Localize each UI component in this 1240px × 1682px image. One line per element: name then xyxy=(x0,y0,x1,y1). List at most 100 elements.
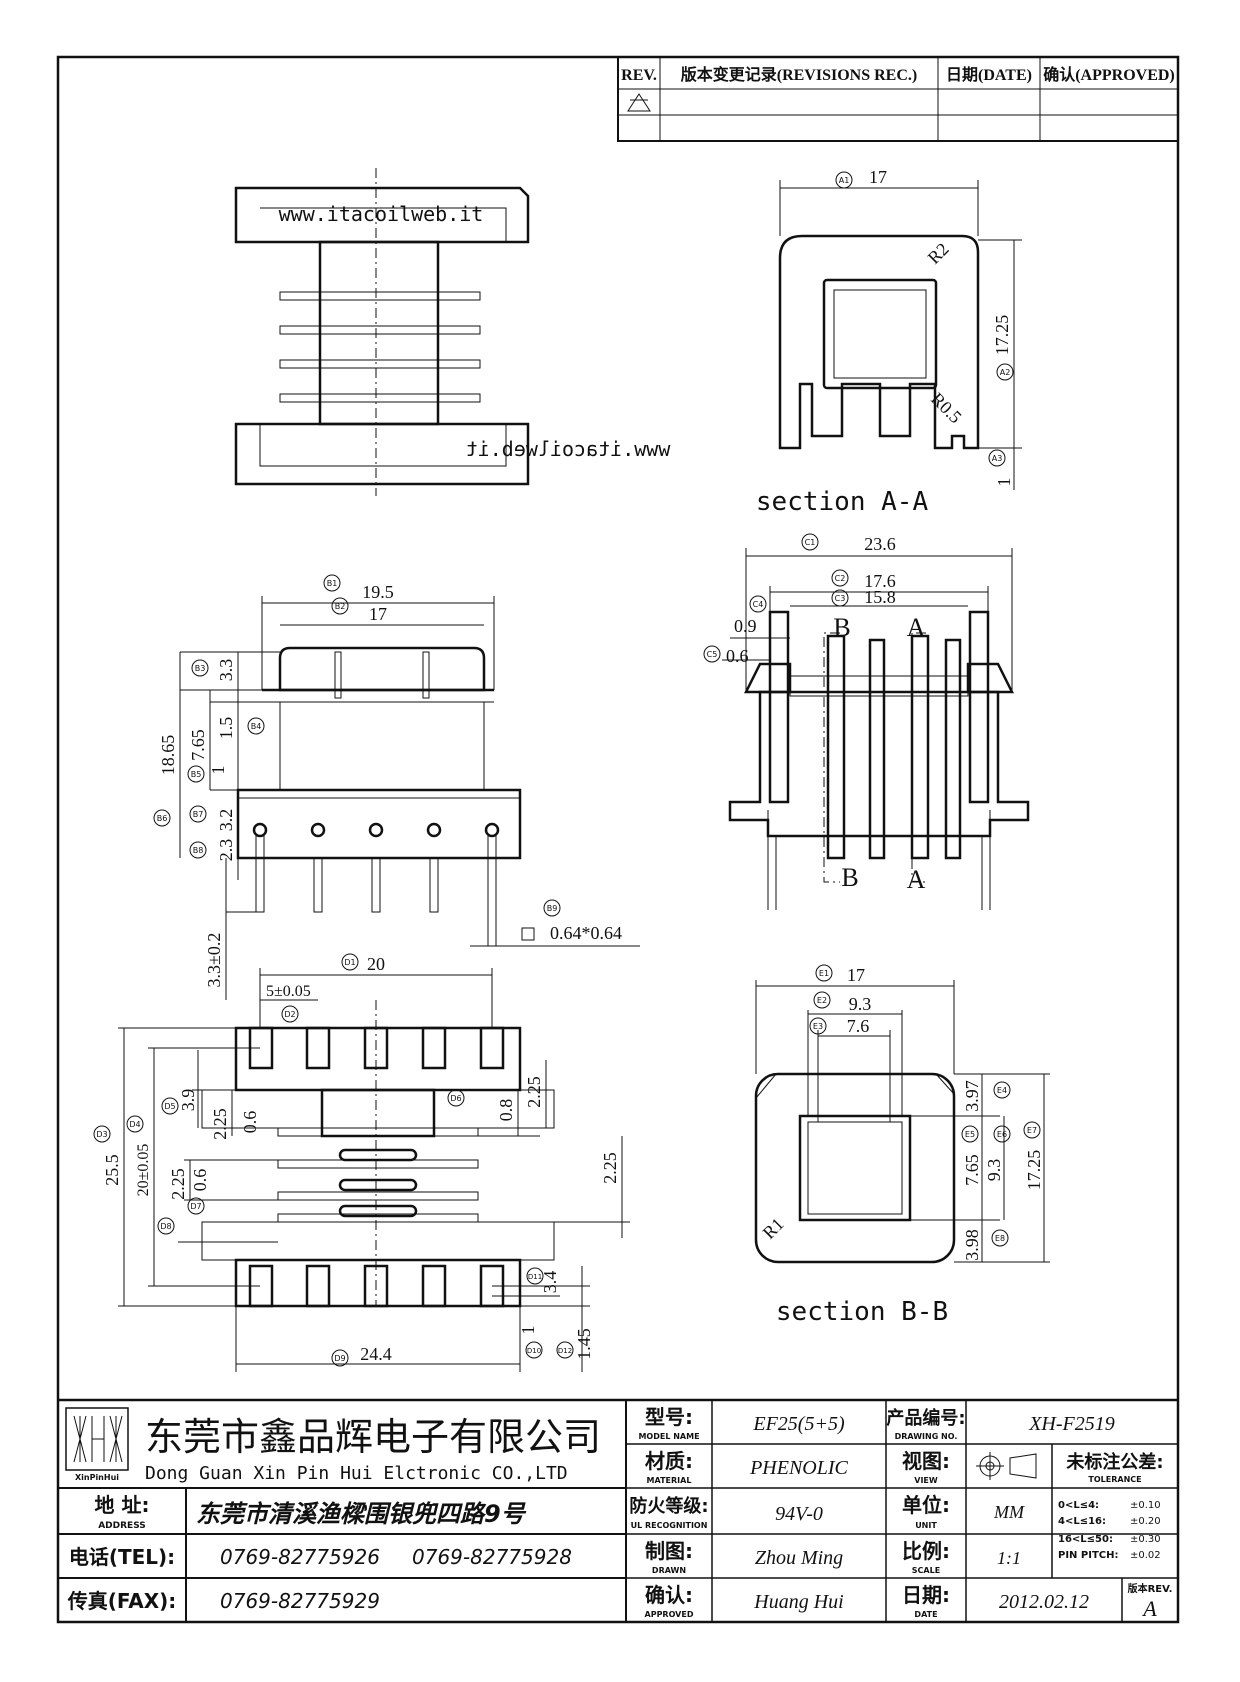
address-sublabel: ADDRESS xyxy=(98,1521,146,1531)
svg-text:C5: C5 xyxy=(707,650,718,659)
dim-d7-value: 0.6 xyxy=(190,1169,210,1192)
tag-d4: D4 xyxy=(126,1115,144,1133)
dim-d4-value: 20±0.05 xyxy=(135,1144,152,1197)
dim-d5c-value: 0.6 xyxy=(240,1111,260,1134)
svg-text:A2: A2 xyxy=(1000,368,1011,377)
dim-e8-value: 3.98 xyxy=(962,1229,982,1261)
svg-text:D12: D12 xyxy=(558,1347,572,1355)
tolerance-value: ±0.20 xyxy=(1130,1516,1161,1527)
dim-d9-value: 24.4 xyxy=(360,1344,392,1364)
company-logo: XinPinHui xyxy=(65,1407,129,1482)
tag-d9: D9 xyxy=(331,1349,349,1367)
dim-d1-value: 20 xyxy=(367,954,385,974)
unit-label: 单位: xyxy=(902,1493,950,1517)
tag-b6: B6 xyxy=(153,809,171,827)
svg-text:B4: B4 xyxy=(251,722,262,731)
tag-d5: D5 xyxy=(161,1097,179,1115)
dim-d3-value: 25.5 xyxy=(102,1154,122,1186)
model-sublabel: MODEL NAME xyxy=(638,1432,699,1441)
svg-text:D9: D9 xyxy=(334,1354,345,1363)
tel-value-2: 0769-82775928 xyxy=(412,1545,572,1569)
dim-e2-value: 9.3 xyxy=(849,994,872,1014)
dim-c1-value: 23.6 xyxy=(864,534,896,554)
dim-a1-value: 17 xyxy=(869,167,887,187)
dim-b1-value: 19.5 xyxy=(362,582,394,602)
view-sublabel: VIEW xyxy=(914,1476,938,1485)
side-view: 19.5 17 3.3 1.5 18.65 7.65 1 3.2 2.3 3.3… xyxy=(158,582,640,1000)
svg-text:D8: D8 xyxy=(160,1222,171,1231)
tag-c5: C5 xyxy=(703,645,721,663)
svg-text:D11: D11 xyxy=(528,1273,542,1281)
svg-text:C4: C4 xyxy=(753,600,764,609)
address-label: 地 址: xyxy=(95,1493,150,1517)
tag-d8: D8 xyxy=(157,1217,175,1235)
tag-e2: E2 xyxy=(813,991,831,1009)
svg-text:D10: D10 xyxy=(527,1347,541,1355)
rev-header: REV. xyxy=(621,67,657,84)
tag-a1: A1 xyxy=(835,171,853,189)
svg-text:C2: C2 xyxy=(835,574,846,583)
svg-text:B7: B7 xyxy=(193,810,204,819)
approved-sublabel: APPROVED xyxy=(645,1610,694,1619)
tag-d1: D1 xyxy=(341,953,359,971)
tag-e6: E6 xyxy=(993,1125,1011,1143)
date-header: 日期(DATE) xyxy=(946,65,1032,84)
material-value: PHENOLIC xyxy=(749,1457,848,1479)
svg-text:E1: E1 xyxy=(819,969,829,978)
dim-b9-value: 0.64*0.64 xyxy=(550,923,622,943)
svg-text:C3: C3 xyxy=(835,594,846,603)
dim-d6-value: 0.8 xyxy=(496,1099,516,1122)
fax-value: 0769-82775929 xyxy=(220,1589,380,1613)
tag-d10: D10 xyxy=(525,1341,543,1359)
dim-r2-value: R2 xyxy=(924,239,953,268)
dim-pin-length-value: 3.3±0.2 xyxy=(204,933,224,988)
dim-d6c-value: 2.25 xyxy=(600,1152,620,1184)
ul-sublabel: UL RECOGNITION xyxy=(631,1521,708,1530)
unit-value: MM xyxy=(993,1502,1025,1522)
tel-value-1: 0769-82775926 xyxy=(220,1545,380,1569)
section-a-bottom-label: A xyxy=(907,865,926,894)
dim-a2-value: 17.25 xyxy=(992,315,1012,356)
section-b-bottom-label: B xyxy=(841,863,858,892)
tag-d3: D3 xyxy=(93,1125,111,1143)
section-aa-label: section A-A xyxy=(756,487,929,517)
scale-sublabel: SCALE xyxy=(912,1566,940,1575)
tolerance-range: 16<L≤50: xyxy=(1058,1534,1113,1545)
dim-b3-value: 3.3 xyxy=(216,659,236,682)
projection-symbol-icon xyxy=(976,1452,1037,1480)
model-value: EF25(5+5) xyxy=(752,1413,845,1435)
dim-e5-value: 7.65 xyxy=(962,1154,982,1186)
dim-b4-value: 1.5 xyxy=(216,717,236,740)
svg-text:A1: A1 xyxy=(839,176,850,185)
svg-text:E2: E2 xyxy=(817,996,827,1005)
tag-c4: C4 xyxy=(749,595,767,613)
view-label: 视图: xyxy=(902,1449,950,1473)
approved-header: 确认(APPROVED) xyxy=(1043,65,1175,84)
drawn-value: Zhou Ming xyxy=(755,1547,843,1569)
svg-text:E5: E5 xyxy=(965,1130,975,1139)
dim-b5-value: 7.65 xyxy=(188,729,208,761)
section-b-top-label: B xyxy=(833,613,850,642)
svg-text:D7: D7 xyxy=(190,1202,201,1211)
dim-e4-value: 3.97 xyxy=(962,1080,982,1112)
dim-e7-value: 17.25 xyxy=(1024,1150,1044,1191)
dim-d7b-value: 2.25 xyxy=(168,1168,188,1200)
dim-r1-value: R1 xyxy=(759,1214,788,1243)
side-view-pins xyxy=(252,822,500,947)
title-block: XinPinHui 东莞市鑫品辉电子有限公司 Dong Guan Xin Pin… xyxy=(58,1398,1178,1622)
dim-e3-value: 7.6 xyxy=(847,1016,870,1036)
ul-value: 94V-0 xyxy=(775,1503,823,1525)
approved-label: 确认: xyxy=(645,1583,693,1607)
address-value: 东莞市清溪渔樑围银兜四路9号 xyxy=(196,1500,527,1528)
dim-b5b-value: 1 xyxy=(208,766,228,775)
tag-b7: B7 xyxy=(189,805,207,823)
dim-d5-value: 3.9 xyxy=(178,1089,198,1112)
fax-label: 传真(FAX): xyxy=(67,1589,177,1613)
date-sublabel: DATE xyxy=(914,1610,937,1619)
tolerance-sublabel: TOLERANCE xyxy=(1088,1475,1141,1484)
svg-text:B9: B9 xyxy=(547,904,558,913)
tag-b2: B2 xyxy=(331,597,349,615)
svg-text:B1: B1 xyxy=(327,579,338,588)
tolerance-range: 4<L≤16: xyxy=(1058,1516,1106,1527)
